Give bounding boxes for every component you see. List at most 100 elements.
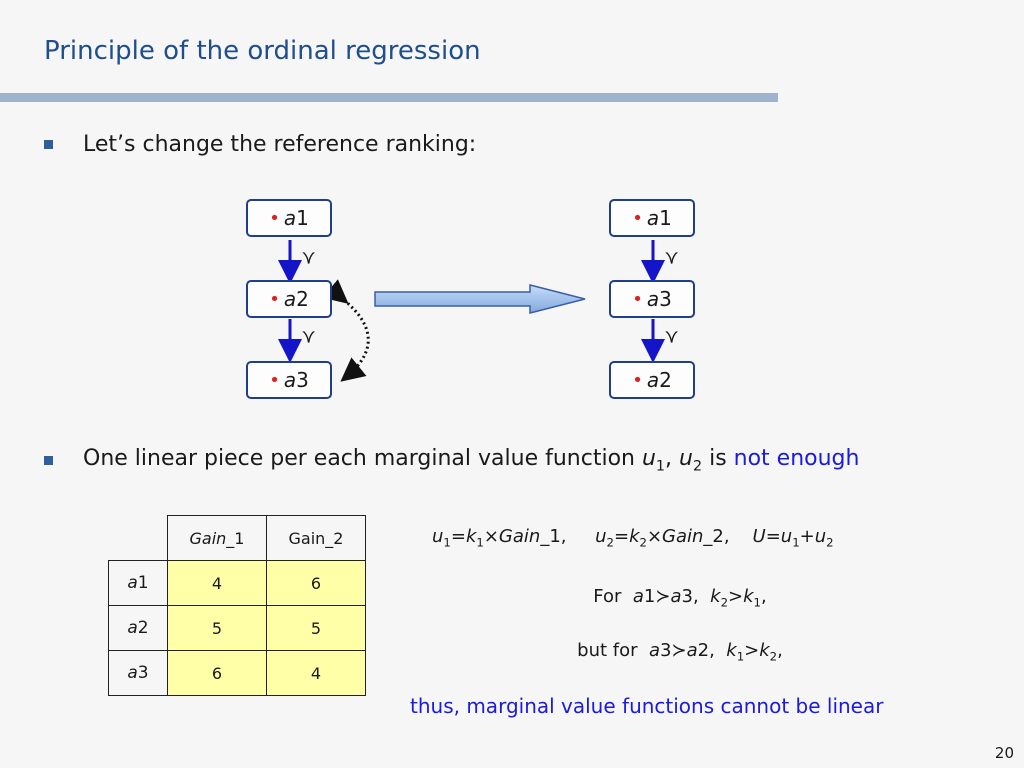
f-sub: 1 — [792, 535, 800, 550]
lf-sub: 2 — [720, 595, 728, 610]
red-dot-icon: • — [269, 288, 280, 310]
lf-a: a — [670, 586, 682, 607]
f-u: u — [780, 526, 793, 547]
f-gain: Gain — [662, 526, 704, 547]
f-u: u — [814, 526, 827, 547]
alt-number: 1 — [296, 206, 309, 230]
red-dot-icon: • — [269, 369, 280, 391]
u-symbol: u — [641, 446, 656, 471]
lf-prefix: For — [593, 586, 622, 607]
lb-a: a — [686, 640, 698, 661]
gain-table: Gain_1 Gain_2 a1 4 6 a2 5 5 a3 6 4 — [108, 515, 366, 696]
f-U: U — [752, 526, 766, 547]
alt-letter: a — [127, 618, 138, 638]
lf-comma: , — [692, 586, 699, 607]
lb-k: k — [759, 640, 770, 661]
lf-pref: ≻ — [655, 586, 671, 607]
subscript-1: 1 — [655, 458, 666, 475]
row-header-a1: a1 — [108, 560, 168, 606]
page-number: 20 — [994, 744, 1014, 762]
f-sub: 2 — [606, 535, 614, 550]
f-eq: = — [450, 526, 466, 547]
swap-dotted-arrow — [322, 279, 370, 382]
alt-letter: a — [283, 206, 297, 230]
f-eq: = — [765, 526, 781, 547]
cell-value: 6 — [167, 650, 267, 696]
lb-n2: 2 — [697, 640, 710, 661]
lf-cmp: > — [728, 586, 744, 607]
conclusion-text: thus, marginal value functions cannot be… — [410, 694, 884, 718]
f-plus: + — [799, 526, 815, 547]
lb-prefix: but for — [577, 640, 638, 661]
alt-number: 3 — [137, 663, 149, 683]
square-bullet-icon — [44, 140, 53, 149]
but-for-a3-a2-line: but for a3≻a2, k1>k2, — [380, 640, 980, 664]
lb-k: k — [726, 640, 737, 661]
header-gain-2: Gain_2 — [266, 515, 366, 561]
pref-symbol-left-2: ≻ — [298, 329, 319, 345]
lb-pref: ≻ — [671, 640, 687, 661]
f-gain-rest: _2, — [703, 526, 730, 547]
u-symbol: u — [679, 446, 693, 471]
table-row: a1 4 6 — [108, 560, 366, 606]
red-dot-icon: • — [632, 369, 643, 391]
red-dot-icon: • — [632, 288, 643, 310]
alt-letter: a — [646, 206, 660, 230]
alt-number: 1 — [659, 206, 672, 230]
header-italic: Gain — [189, 528, 227, 548]
lb-cmp: > — [744, 640, 760, 661]
alt-number: 2 — [137, 618, 149, 638]
cell-value: 5 — [266, 605, 366, 651]
bullet2-text: One linear piece per each marginal value… — [83, 446, 859, 474]
pref-symbol-right-1: ≻ — [661, 250, 682, 266]
lb-comma: , — [709, 640, 715, 661]
lb-a: a — [649, 640, 661, 661]
alt-letter: a — [127, 573, 138, 593]
f-k: k — [629, 526, 640, 547]
alt-letter: a — [283, 368, 297, 392]
f-gain: Gain — [498, 526, 541, 547]
pref-symbol-right-2: ≻ — [661, 329, 682, 345]
lf-k: k — [743, 586, 754, 607]
alt-number: 3 — [296, 368, 309, 392]
table-row: a3 6 4 — [108, 650, 366, 696]
table-row: a2 5 5 — [108, 605, 366, 651]
f-u: u — [595, 526, 607, 547]
value-function-formula: u1=k1×Gain_1, u2=k2×Gain_2, U=u1+u2 — [432, 526, 834, 550]
table-header-row: Gain_1 Gain_2 — [108, 515, 366, 561]
f-times: × — [646, 526, 663, 547]
f-sub: 1 — [443, 535, 451, 550]
cell-value: 5 — [167, 605, 267, 651]
cell-value: 4 — [266, 650, 366, 696]
f-gain-rest: _1, — [540, 526, 567, 547]
slide-title: Principle of the ordinal regression — [44, 36, 481, 66]
alt-letter: a — [127, 663, 138, 683]
red-dot-icon: • — [632, 207, 643, 229]
bullet2-main: One linear piece per each marginal value… — [83, 446, 642, 471]
cell-value: 6 — [266, 560, 366, 606]
separator: , — [665, 446, 680, 471]
alt-letter: a — [646, 287, 660, 311]
lf-n2: 3 — [681, 586, 693, 607]
for-a1-a3-line: For a1≻a3, k2>k1, — [380, 586, 980, 610]
f-u: u — [432, 526, 444, 547]
lb-sub: 1 — [736, 649, 745, 664]
bullet-change-ranking: Let’s change the reference ranking: — [44, 132, 476, 157]
header-gain-1: Gain_1 — [167, 515, 267, 561]
not-enough-highlight: not enough — [733, 446, 860, 471]
alt-letter: a — [283, 287, 297, 311]
alt-number: 3 — [659, 287, 672, 311]
lb-sub: 2 — [769, 649, 778, 664]
pref-symbol-left-1: ≻ — [298, 250, 319, 266]
lf-k: k — [710, 586, 721, 607]
row-header-a2: a2 — [108, 605, 168, 651]
f-eq: = — [613, 526, 630, 547]
square-bullet-icon — [44, 455, 53, 465]
transform-arrow — [374, 284, 586, 314]
